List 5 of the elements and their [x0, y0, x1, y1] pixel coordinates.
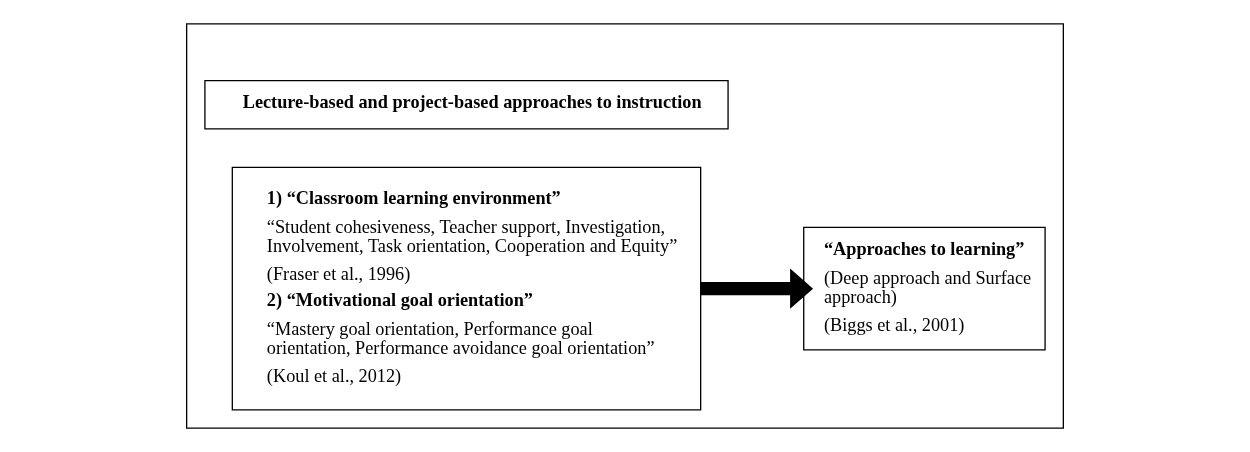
node-box: “Approaches to learning” (Deep approach and Surface approach) (Biggs et al., 2001)	[803, 226, 1046, 351]
arrow	[700, 268, 814, 309]
cluster	[186, 23, 1064, 429]
node-box: 1) “Classroom learning environment” “Student cohesiveness, Teacher support, Investigation, Involvement, Task orientation, Cooperation and Equity” (Fraser et al., 1996) 2) “Motivational goal orientation” “Mastery goal orientation, Performance goal orientation, Performance avoidance goal orientation” (Koul et al., 2012)	[231, 166, 702, 411]
node-box: Lecture-based and project-based approaches to instruction	[204, 79, 729, 130]
